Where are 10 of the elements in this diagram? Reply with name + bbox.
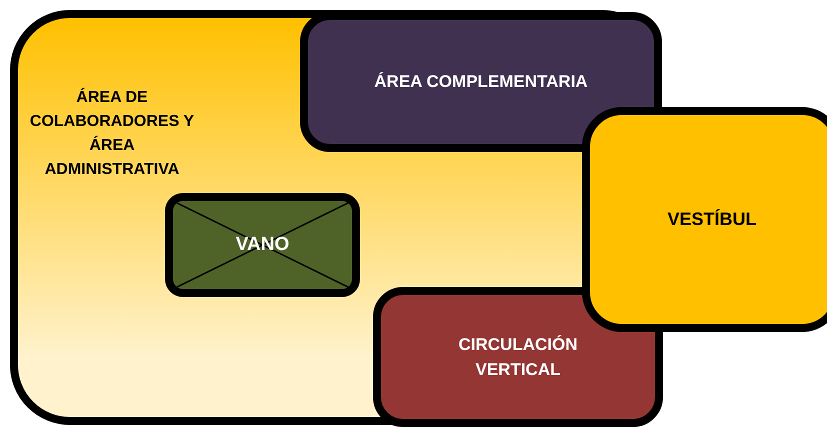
zone-box xyxy=(373,287,663,427)
zone-label: CIRCULACIÓN VERTICAL xyxy=(458,334,578,381)
zone-label: ÁREA COMPLEMENTARIA xyxy=(374,71,588,94)
zone-box xyxy=(165,193,360,297)
zone-box xyxy=(582,107,827,332)
zone-box xyxy=(300,12,662,152)
zone-label: VANO xyxy=(236,232,290,257)
zone-label: ÁREA DE COLABORADORES Y ÁREA ADMINISTRATIVA xyxy=(28,86,196,180)
zone-label: VESTÍBUL xyxy=(666,208,758,231)
zone-box xyxy=(10,10,662,425)
